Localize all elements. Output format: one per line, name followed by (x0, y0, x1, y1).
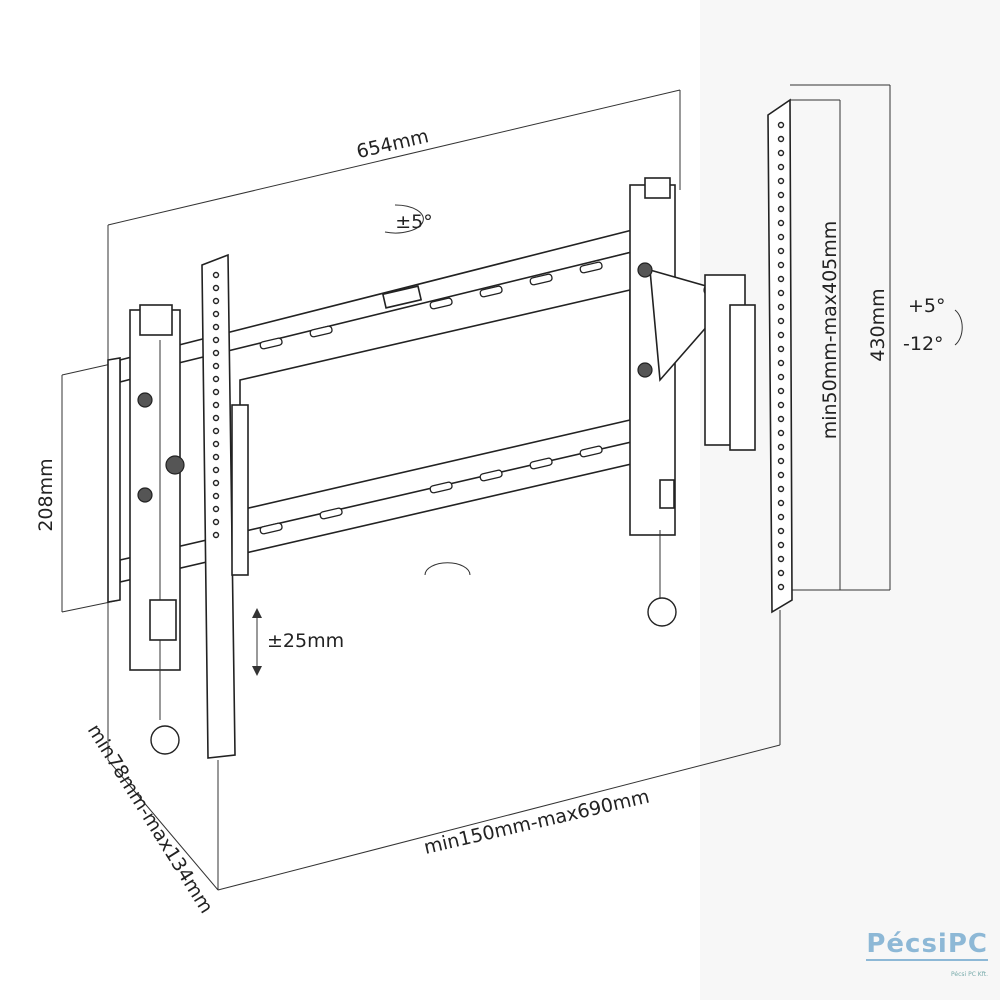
strap-hole (777, 457, 785, 465)
strap-hole (212, 453, 220, 461)
strap-hole (777, 471, 785, 479)
strap-hole (212, 492, 220, 500)
strap-hole (212, 388, 220, 396)
strap-hole (777, 205, 785, 213)
watermark-name: PécsiPC (866, 929, 988, 961)
strap-hole (777, 513, 785, 521)
wall-plate (107, 226, 641, 603)
strap-hole (212, 336, 220, 344)
watermark-logo: PécsiPC Pécsi PC Kft. (866, 929, 988, 980)
strap-hole (777, 163, 785, 171)
dimension-lines (61, 84, 891, 891)
strap-hole (777, 415, 785, 423)
plate-height-label: 430mm (867, 288, 889, 361)
strap-hole (777, 583, 785, 591)
strap-hole (777, 485, 785, 493)
strap-hole (212, 401, 220, 409)
wall-background (700, 0, 1000, 1000)
strap-hole (777, 331, 785, 339)
strap-hole (777, 149, 785, 157)
strap-hole (777, 275, 785, 283)
strap-hole (777, 429, 785, 437)
strap-hole (212, 479, 220, 487)
strap-hole (777, 443, 785, 451)
rail-height-label: 208mm (35, 458, 57, 531)
strap-hole (212, 531, 220, 539)
tilt-arrow-icon (954, 309, 963, 346)
strap-hole (777, 191, 785, 199)
strap-hole (777, 499, 785, 507)
left-tilt-arm (129, 304, 185, 755)
strap-hole (777, 121, 785, 129)
strap-hole (777, 387, 785, 395)
right-tv-strap (767, 98, 793, 614)
strap-hole (777, 233, 785, 241)
strap-hole (777, 219, 785, 227)
tilt-up-label: +5° (908, 295, 946, 317)
strap-hole (777, 247, 785, 255)
swivel-arrow-icon (424, 562, 471, 576)
rotate-arrow-icon (384, 204, 424, 234)
strap-hole (777, 289, 785, 297)
strap-hole (212, 362, 220, 370)
strap-hole (777, 541, 785, 549)
strap-hole (777, 569, 785, 577)
vesa-horizontal-label: min150mm-max690mm (422, 785, 652, 858)
tilt-down-label: -12° (903, 333, 944, 355)
strap-hole (212, 466, 220, 474)
vertical-adjust-label: ±25mm (267, 630, 344, 652)
watermark-sub: Pécsi PC Kft. (950, 971, 988, 978)
strap-hole (212, 375, 220, 383)
strap-hole (212, 310, 220, 318)
strap-hole (212, 440, 220, 448)
strap-hole (777, 555, 785, 563)
strap-hole (777, 359, 785, 367)
depth-label: min78mm-max134mm (83, 720, 217, 917)
strap-hole (212, 349, 220, 357)
right-tilt-arm (629, 177, 756, 627)
strap-hole (212, 284, 220, 292)
strap-hole (777, 317, 785, 325)
strap-hole (212, 297, 220, 305)
strap-hole (777, 303, 785, 311)
strap-hole (777, 177, 785, 185)
strap-hole (212, 323, 220, 331)
strap-hole (777, 373, 785, 381)
strap-hole (777, 401, 785, 409)
strap-hole (212, 505, 220, 513)
tilt-range-label: ±5° (395, 211, 433, 233)
strap-hole (777, 135, 785, 143)
strap-hole (212, 427, 220, 435)
strap-hole (777, 527, 785, 535)
strap-hole (777, 261, 785, 269)
strap-hole (777, 345, 785, 353)
left-tv-strap (201, 253, 249, 759)
strap-hole (212, 518, 220, 526)
strap-hole (212, 414, 220, 422)
strap-hole (212, 271, 220, 279)
vesa-vertical-label: min50mm-max405mm (819, 221, 841, 440)
